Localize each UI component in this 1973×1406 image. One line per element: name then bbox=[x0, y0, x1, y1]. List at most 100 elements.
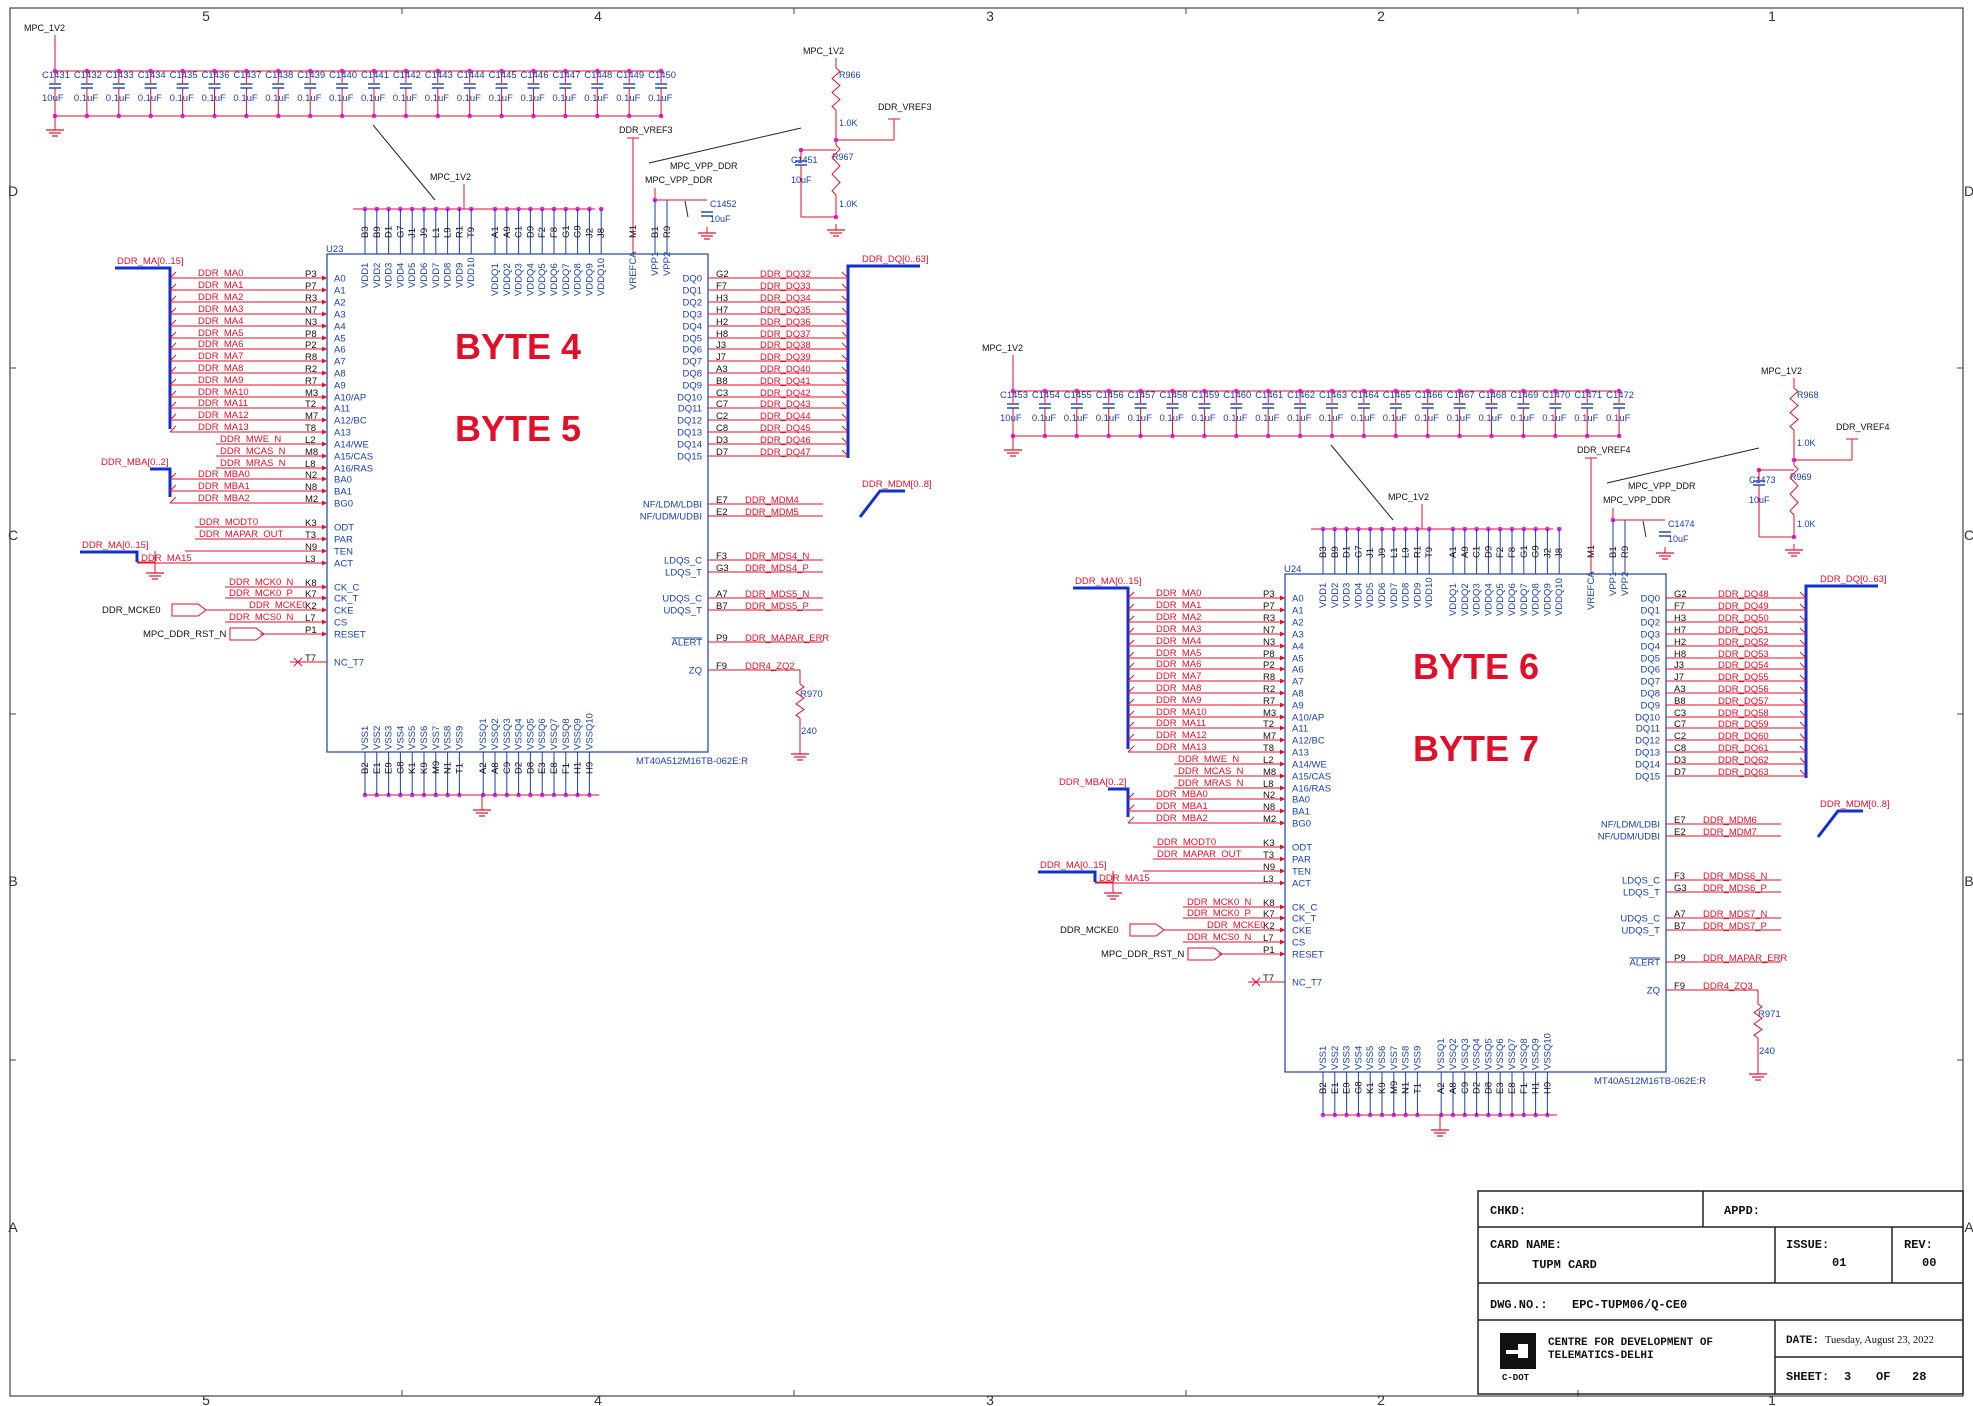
pin-number: A3 bbox=[1674, 684, 1686, 695]
pin-name: VDDQ8 bbox=[1531, 583, 1542, 616]
cap-value: 0.1uF bbox=[393, 93, 417, 104]
bus-label: DDR_MDM[0..8] bbox=[1820, 799, 1890, 810]
cdot-logo-text: C-DOT bbox=[1502, 1373, 1530, 1383]
pin-number: M2 bbox=[305, 494, 318, 505]
bus-entry bbox=[1127, 639, 1135, 647]
pin-name: VSS3 bbox=[384, 726, 395, 750]
net-label: DDR_MBA2 bbox=[1156, 813, 1208, 824]
dm-bus bbox=[858, 489, 905, 518]
net-label: DDR_DQ39 bbox=[760, 352, 811, 363]
bus-entry bbox=[1127, 792, 1135, 800]
pin-number: L1 bbox=[431, 227, 442, 238]
pin-number: L1 bbox=[1389, 547, 1400, 558]
pin-name: DQ10 bbox=[1635, 713, 1660, 724]
cap-value: 0.1uF bbox=[1064, 413, 1088, 424]
pin-name: DQ10 bbox=[677, 393, 702, 404]
net-label: DDR_MA3 bbox=[1156, 624, 1201, 635]
pin-name: A15/CAS bbox=[334, 452, 373, 463]
pin-name: VDD5 bbox=[407, 263, 418, 288]
bus-entry bbox=[841, 331, 849, 339]
resistor-value: 1.0K bbox=[1797, 519, 1816, 529]
pin-name: CK_C bbox=[1292, 903, 1317, 914]
cap-value: 0.1uF bbox=[1447, 413, 1471, 424]
pin-name: CK_T bbox=[1292, 914, 1316, 925]
pin-number: G9 bbox=[1531, 545, 1542, 558]
pin-name: VDDQ1 bbox=[1448, 583, 1459, 616]
cap-ref: C1442 bbox=[393, 70, 421, 81]
port-icon bbox=[229, 627, 265, 641]
pin-number: K7 bbox=[305, 589, 317, 600]
cap-ref: C1468 bbox=[1479, 390, 1507, 401]
pin-number: J7 bbox=[716, 352, 726, 363]
pin-number: A7 bbox=[716, 589, 728, 600]
pin-name: A7 bbox=[334, 357, 346, 368]
bus-entry bbox=[1799, 745, 1807, 753]
pin-name: BA0 bbox=[334, 475, 352, 486]
pin-name: DQ15 bbox=[1635, 772, 1660, 783]
net-label: DDR_MDM7 bbox=[1703, 827, 1757, 838]
pin-number: G3 bbox=[716, 563, 729, 574]
pin-name: CKE bbox=[1292, 926, 1312, 937]
port-label: DDR_MCKE0 bbox=[1060, 925, 1119, 936]
pin-arrow-icon bbox=[1280, 749, 1285, 755]
pin-name: ZQ bbox=[689, 666, 702, 677]
pin-name: VDDQ4 bbox=[1483, 583, 1494, 616]
pin-name: VDD10 bbox=[1424, 577, 1435, 608]
appd-label: APPD: bbox=[1724, 1204, 1760, 1218]
bus-entry bbox=[169, 331, 177, 339]
bus-entry bbox=[169, 342, 177, 350]
pin-number: R9 bbox=[1620, 546, 1631, 558]
pin-arrow-icon bbox=[1280, 773, 1285, 779]
pin-number: D8 bbox=[525, 762, 536, 774]
bus-entry bbox=[1127, 733, 1135, 741]
pin-name: ZQ bbox=[1647, 986, 1660, 997]
pin-number: R2 bbox=[305, 364, 317, 375]
bus-label: DDR_DQ[0..63] bbox=[1820, 574, 1887, 585]
pin-number: K9 bbox=[1377, 1082, 1388, 1094]
net-label: DDR_DQ53 bbox=[1718, 649, 1769, 660]
cap-value: 0.1uF bbox=[170, 93, 194, 104]
net-label: DDR_DQ52 bbox=[1718, 637, 1769, 648]
net-label: DDR_MDM4 bbox=[745, 495, 799, 506]
pin-number: D7 bbox=[716, 447, 728, 458]
pin-number: C3 bbox=[1674, 708, 1686, 719]
pin-number: D1 bbox=[384, 226, 395, 238]
pin-name: A10/AP bbox=[334, 393, 366, 404]
pin-name: A10/AP bbox=[1292, 713, 1324, 724]
pin-name: NF/LDM/LDBI bbox=[643, 500, 702, 511]
pin-name: VSSQ1 bbox=[1436, 1038, 1447, 1070]
pin-arrow-icon bbox=[1280, 619, 1285, 625]
cap-ref: C1447 bbox=[552, 70, 580, 81]
net-label: DDR_MCS0_N bbox=[1187, 932, 1252, 943]
cap-value: 10uF bbox=[1000, 413, 1022, 424]
pin-arrow-icon bbox=[1280, 951, 1285, 957]
pin-number: L2 bbox=[305, 435, 316, 446]
sheet-number: 3 bbox=[1844, 1370, 1851, 1384]
pin-number: M8 bbox=[305, 447, 318, 458]
pin-arrow-icon bbox=[322, 500, 327, 506]
pin-number: P8 bbox=[305, 329, 317, 340]
net-label: DDR_DQ40 bbox=[760, 364, 811, 375]
pin-name: VDD9 bbox=[1412, 583, 1423, 608]
pin-name: VSSQ3 bbox=[502, 718, 513, 750]
of-label: OF bbox=[1876, 1370, 1890, 1384]
cap-value: 0.1uF bbox=[1032, 413, 1056, 424]
pin-number: K8 bbox=[1263, 898, 1275, 909]
cap-ref: C1437 bbox=[233, 70, 261, 81]
bus-entry bbox=[169, 413, 177, 421]
pin-number: M3 bbox=[305, 388, 318, 399]
pin-name: BA1 bbox=[1292, 807, 1310, 818]
bus-entry bbox=[841, 378, 849, 386]
pin-name: NC_T7 bbox=[1292, 978, 1322, 989]
pin-name: VSS1 bbox=[1318, 1046, 1329, 1070]
resistor-value: 240 bbox=[1759, 1046, 1775, 1057]
pin-number: J1 bbox=[407, 228, 418, 238]
net-label: DDR_DQ47 bbox=[760, 447, 811, 458]
cap-value: 0.1uF bbox=[1319, 413, 1343, 424]
cap-ref: C1435 bbox=[170, 70, 198, 81]
net-label: DDR4_ZQ3 bbox=[1703, 981, 1753, 992]
pin-name: A2 bbox=[334, 298, 346, 309]
net-label: DDR_DQ61 bbox=[1718, 743, 1769, 754]
pin-number: D2 bbox=[1472, 1082, 1483, 1094]
pin-name: VSS8 bbox=[1401, 1046, 1412, 1070]
